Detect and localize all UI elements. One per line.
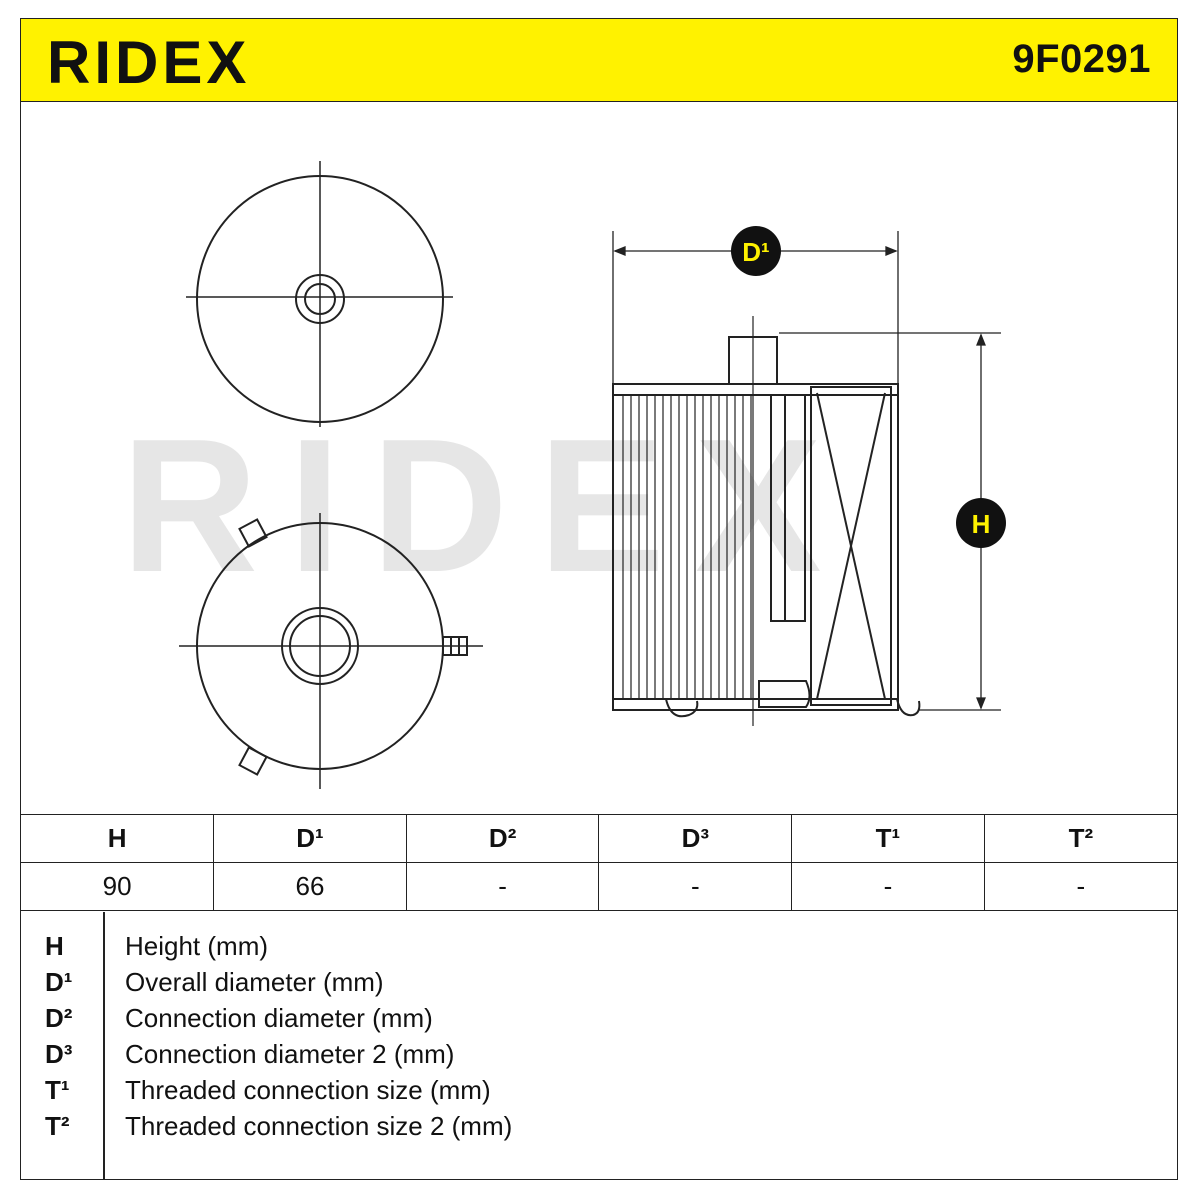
table-header-cell: H — [21, 814, 215, 863]
table-header-cell: T² — [983, 814, 1177, 863]
legend: H Height (mm) D¹ Overall diameter (mm) D… — [21, 912, 1177, 1179]
d1-badge-label: D¹ — [742, 237, 769, 267]
brand-logo: RIDEX — [47, 29, 250, 96]
legend-key: T² — [45, 1111, 70, 1141]
d1-badge: D¹ — [731, 226, 781, 276]
table-value-cell: - — [791, 862, 985, 911]
table-value-cell: 66 — [213, 862, 407, 911]
bottom-view — [179, 513, 483, 789]
legend-divider — [103, 912, 105, 1179]
table-value-cell: 90 — [21, 862, 215, 911]
legend-key: D³ — [45, 1039, 73, 1069]
legend-item: D¹ Overall diameter (mm) — [21, 964, 1177, 1000]
legend-description: Overall diameter (mm) — [125, 967, 384, 997]
pleats — [622, 395, 752, 699]
dimensions-table: H D¹ D² D³ T¹ T² 90 66 - - - - — [21, 814, 1177, 911]
drawing-canvas: RIDEX — [121, 161, 1006, 789]
legend-description: Threaded connection size (mm) — [125, 1075, 491, 1105]
technical-drawing: RIDEX — [21, 101, 1177, 813]
watermark-text: RIDEX — [121, 400, 852, 612]
top-view — [186, 161, 453, 427]
table-header-row: H D¹ D² D³ T¹ T² — [21, 814, 1177, 863]
legend-description: Threaded connection size 2 (mm) — [125, 1111, 513, 1141]
side-view — [612, 316, 921, 726]
table-row: 90 66 - - - - — [21, 862, 1177, 911]
header-bar: RIDEX 9F0291 — [21, 19, 1177, 102]
legend-key: T¹ — [45, 1075, 70, 1105]
datasheet: RIDEX 9F0291 RIDEX — [20, 18, 1178, 1180]
legend-item: T² Threaded connection size 2 (mm) — [21, 1108, 1177, 1144]
legend-item: H Height (mm) — [21, 928, 1177, 964]
table-value-cell: - — [983, 862, 1177, 911]
table-value-cell: - — [598, 862, 793, 911]
h-badge-label: H — [972, 509, 991, 539]
legend-item: D² Connection diameter (mm) — [21, 1000, 1177, 1036]
table-header-cell: T¹ — [791, 814, 985, 863]
table-header-cell: D² — [405, 814, 600, 863]
legend-key: H — [45, 931, 64, 961]
legend-description: Connection diameter (mm) — [125, 1003, 433, 1033]
legend-description: Height (mm) — [125, 931, 269, 961]
h-badge: H — [956, 498, 1006, 548]
table-value-cell: - — [405, 862, 600, 911]
legend-description: Connection diameter 2 (mm) — [125, 1039, 455, 1069]
legend-key: D¹ — [45, 967, 73, 997]
legend-item: D³ Connection diameter 2 (mm) — [21, 1036, 1177, 1072]
table-header-cell: D³ — [598, 814, 793, 863]
table-header-cell: D¹ — [213, 814, 407, 863]
part-number: 9F0291 — [1012, 37, 1151, 81]
brand-logo-text: RIDEX — [47, 29, 250, 96]
legend-key: D² — [45, 1003, 73, 1033]
legend-item: T¹ Threaded connection size (mm) — [21, 1072, 1177, 1108]
